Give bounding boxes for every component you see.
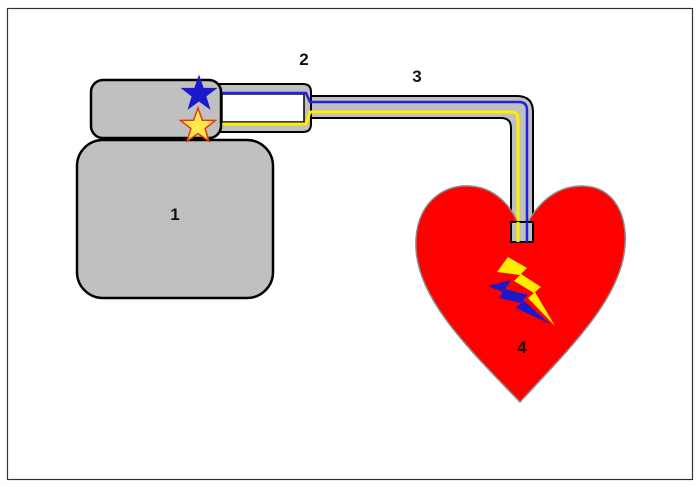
blue-wire xyxy=(200,91,529,240)
lightning-bolt-yellow xyxy=(497,257,555,326)
label-lead: 3 xyxy=(412,67,421,86)
yellow-wire xyxy=(200,110,520,240)
blue-star-icon xyxy=(180,74,218,110)
connector-slot xyxy=(221,93,305,123)
lead-tip xyxy=(510,221,534,243)
label-connector: 2 xyxy=(299,50,308,69)
label-heart: 4 xyxy=(517,338,527,357)
label-device-body: 1 xyxy=(170,205,179,224)
lightning-bolt-blue xyxy=(488,280,550,324)
device-body xyxy=(75,138,275,300)
diagram-frame xyxy=(6,7,694,481)
lightning-bolt-icon xyxy=(488,257,555,326)
yellow-star-icon xyxy=(178,105,218,143)
